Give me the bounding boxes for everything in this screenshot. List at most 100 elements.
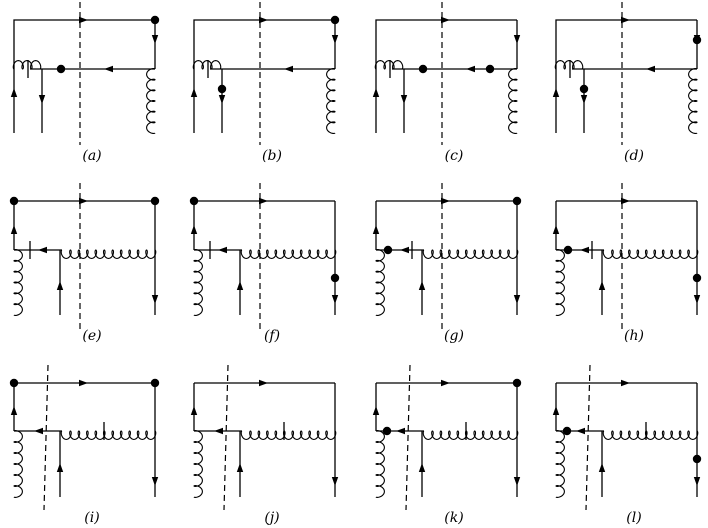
vertex-dot: [418, 64, 428, 74]
panel-label: (b): [262, 148, 282, 164]
panel-label: (i): [84, 510, 99, 526]
gluon-line: [602, 430, 699, 440]
arrow-icon: [214, 427, 223, 435]
vertex-dot: [563, 245, 573, 255]
arrow-icon: [441, 379, 450, 387]
gluon-line: [688, 67, 698, 135]
gluon-line: [508, 67, 518, 135]
gluon-line: [555, 430, 565, 498]
vertex-dot: [9, 378, 19, 388]
panel-k: (k): [372, 364, 522, 526]
vertex-dot: [189, 196, 199, 206]
panel-f: (f): [189, 183, 340, 344]
panel-l: (l): [552, 364, 702, 526]
arrow-icon: [513, 35, 521, 44]
arrow-icon: [418, 281, 426, 290]
arrow-icon: [372, 88, 380, 97]
quark-line: [375, 19, 517, 133]
panel-c: (c): [372, 2, 521, 164]
arrow-icon: [552, 406, 560, 415]
vertex-dot: [330, 273, 340, 283]
panel-label: (j): [264, 510, 279, 526]
gluon-line: [146, 67, 156, 135]
arrow-icon: [466, 65, 475, 73]
arrow-icon: [236, 463, 244, 472]
vertex-dot: [150, 15, 160, 25]
panel-label: (l): [626, 510, 641, 526]
panel-label: (h): [624, 328, 644, 344]
arrow-icon: [513, 295, 521, 304]
gluon-line: [13, 430, 23, 498]
cut-line: [405, 364, 411, 511]
arrow-icon: [10, 406, 18, 415]
panel-d: (d): [552, 2, 702, 164]
arrow-icon: [621, 379, 630, 387]
panel-g: (g): [372, 183, 522, 344]
arrow-icon: [190, 225, 198, 234]
arrow-icon: [418, 463, 426, 472]
vertex-dot: [150, 196, 160, 206]
vertex-dot: [512, 378, 522, 388]
arrow-icon: [56, 463, 64, 472]
arrow-icon: [331, 477, 339, 486]
panel-label: (k): [444, 510, 463, 526]
gluon-line: [192, 60, 222, 70]
arrow-icon: [151, 477, 159, 486]
vertex-dot: [217, 84, 227, 94]
arrow-icon: [34, 427, 43, 435]
gluon-line: [375, 249, 385, 316]
arrow-icon: [513, 477, 521, 486]
gluon-line: [375, 430, 385, 498]
panel-label: (a): [82, 148, 101, 164]
arrow-icon: [331, 295, 339, 304]
vertex-dot: [562, 426, 572, 436]
arrow-icon: [104, 65, 113, 73]
panel-j: (j): [190, 364, 339, 526]
panel-e: (e): [9, 183, 160, 344]
cut-line: [43, 364, 49, 511]
gluon-line: [240, 249, 337, 259]
arrow-icon: [190, 406, 198, 415]
arrow-icon: [552, 225, 560, 234]
arrow-icon: [400, 246, 409, 254]
vertex-dot: [382, 426, 392, 436]
gluon-line: [554, 60, 584, 70]
arrow-icon: [552, 88, 560, 97]
gluon-line: [602, 249, 699, 259]
panel-label: (c): [445, 148, 464, 164]
vertex-dot: [56, 64, 66, 74]
gluon-line: [555, 249, 565, 316]
gluon-line: [12, 60, 42, 70]
vertex-dot: [512, 196, 522, 206]
arrow-icon: [598, 281, 606, 290]
vertex-dot: [150, 378, 160, 388]
gluon-line: [422, 430, 519, 440]
arrow-icon: [284, 65, 293, 73]
panel-b: (b): [190, 2, 340, 164]
arrow-icon: [580, 95, 588, 104]
panel-h: (h): [552, 183, 702, 344]
arrow-icon: [218, 246, 227, 254]
vertex-dot: [579, 84, 589, 94]
gluon-line: [193, 249, 203, 316]
arrow-icon: [693, 477, 701, 486]
arrow-icon: [396, 427, 405, 435]
arrow-icon: [79, 379, 88, 387]
panel-label: (e): [82, 328, 101, 344]
arrow-icon: [372, 225, 380, 234]
arrow-icon: [576, 427, 585, 435]
gluon-line: [60, 249, 157, 259]
arrow-icon: [400, 95, 408, 104]
cut-line: [585, 364, 591, 511]
arrow-icon: [236, 281, 244, 290]
gluon-line: [422, 249, 519, 259]
arrow-icon: [38, 246, 47, 254]
panel-label: (g): [444, 328, 464, 344]
vertex-dot: [383, 245, 393, 255]
quark-line: [193, 19, 335, 133]
vertex-dot: [330, 15, 340, 25]
gluon-line: [60, 430, 157, 440]
vertex-dot: [692, 35, 702, 45]
panel-a: (a): [10, 2, 160, 164]
vertex-dot: [485, 64, 495, 74]
